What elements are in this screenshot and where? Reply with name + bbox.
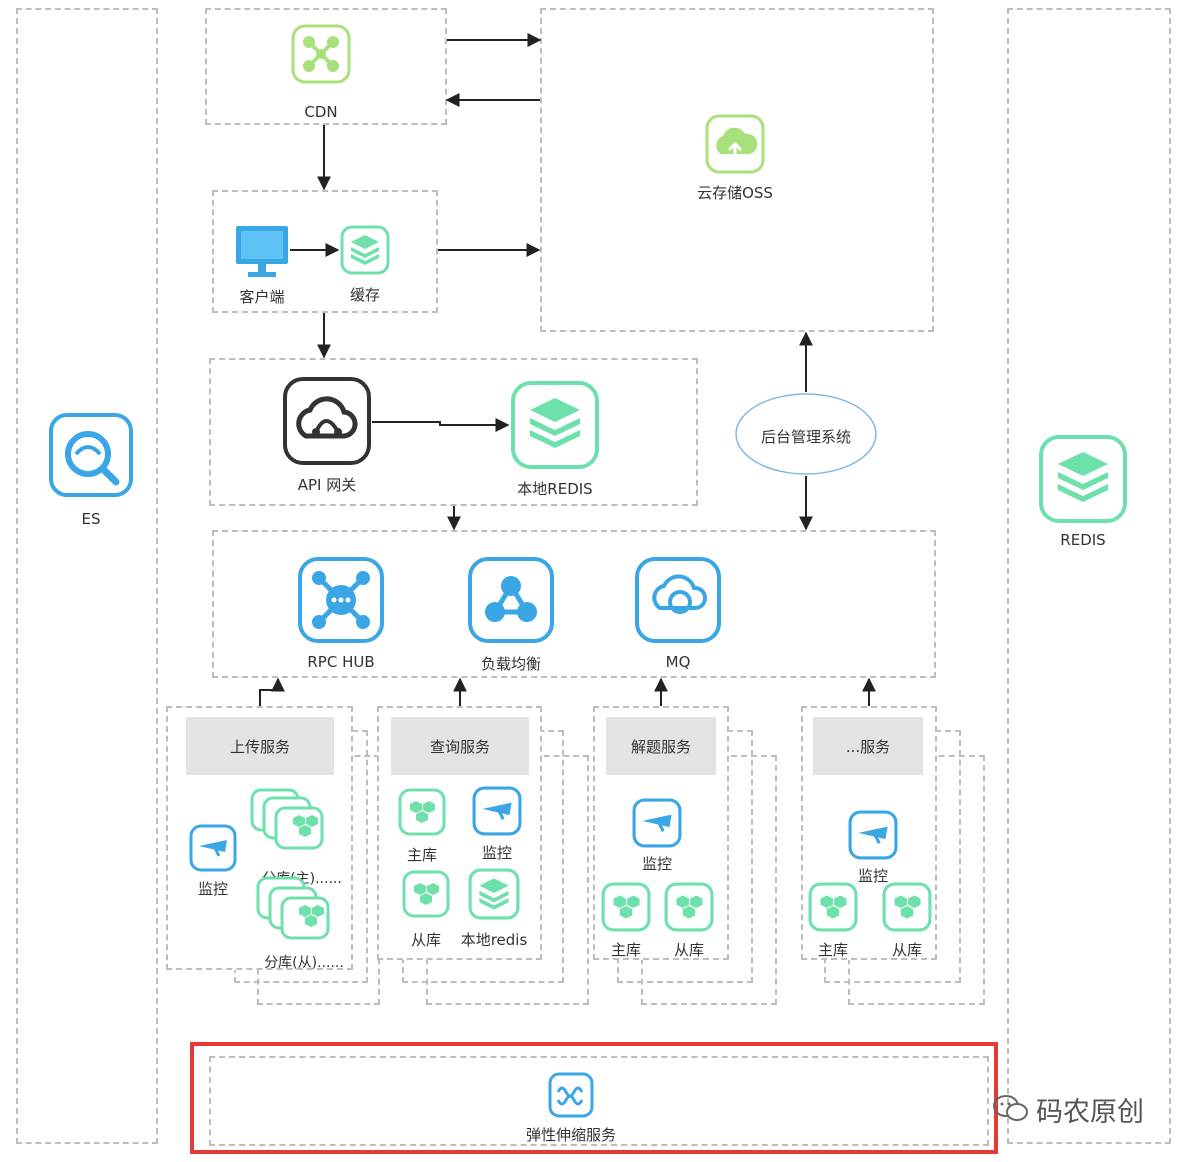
other-slave-icon	[882, 882, 932, 932]
solve-master-icon	[601, 882, 651, 932]
local-redis-icon	[510, 380, 600, 470]
oss-cloud-icon	[705, 114, 765, 174]
other-service-title: ...服务	[813, 717, 923, 775]
elastic-highlight	[190, 1042, 998, 1154]
upload-monitor-icon	[189, 824, 237, 872]
upload-service-title: 上传服务	[186, 717, 334, 775]
cdn-network-icon	[291, 24, 351, 84]
cache-stack-icon	[340, 225, 390, 275]
redis-stack-icon	[1038, 434, 1128, 524]
redis-label: REDIS	[1060, 531, 1106, 549]
query-local-redis-icon	[468, 868, 520, 920]
query-master-icon	[398, 788, 446, 836]
query-master-label: 主库	[406, 846, 437, 864]
solve-monitor-label: 监控	[641, 855, 672, 873]
query-local-redis-label: 本地redis	[460, 931, 528, 949]
solve-slave-icon	[664, 882, 714, 932]
admin-ellipse	[735, 393, 877, 475]
local-redis-label: 本地REDIS	[517, 480, 593, 498]
query-slave-label: 从库	[410, 931, 441, 949]
rpc-hub-label: RPC HUB	[307, 653, 375, 671]
other-slave-label: 从库	[891, 941, 922, 959]
wechat-icon	[992, 1094, 1030, 1124]
solve-service-title: 解题服务	[606, 717, 716, 775]
arrow-api-to-redis	[372, 418, 510, 432]
watermark-text: 码农原创	[1036, 1097, 1144, 1128]
query-slave-icon	[402, 870, 450, 918]
solve-slave-label: 从库	[673, 941, 704, 959]
elastic-label: 弹性伸缩服务	[525, 1126, 616, 1144]
upload-shard-master-icon	[250, 788, 326, 852]
upload-shard-slave-label: 分库(从)......	[264, 955, 344, 971]
query-monitor-label: 监控	[481, 844, 512, 862]
solve-master-label: 主库	[610, 941, 641, 959]
cdn-box	[205, 8, 447, 125]
client-label: 客户端	[239, 288, 285, 306]
elastic-wave-icon	[548, 1072, 594, 1118]
es-label: ES	[81, 510, 101, 528]
client-box	[212, 190, 438, 313]
query-service-title: 查询服务	[391, 717, 529, 775]
gateway-box	[209, 358, 698, 506]
mq-cycle-icon	[634, 556, 722, 644]
arrow-upload-to-rpc	[259, 677, 285, 706]
upload-shard-slave-icon	[256, 876, 332, 942]
load-balance-icon	[467, 556, 555, 644]
es-search-icon	[48, 412, 134, 498]
cdn-label: CDN	[304, 103, 338, 121]
elastic-box	[209, 1056, 989, 1146]
cache-label: 缓存	[349, 286, 380, 304]
mq-label: MQ	[665, 653, 691, 671]
query-monitor-icon	[472, 786, 522, 836]
admin-label: 后台管理系统	[760, 428, 851, 446]
oss-box	[540, 8, 934, 332]
api-gateway-label: API 网关	[297, 476, 357, 494]
oss-label: 云存储OSS	[697, 184, 773, 202]
middleware-box	[212, 530, 936, 678]
upload-monitor-label: 监控	[197, 880, 228, 898]
monitor-icon	[234, 224, 290, 280]
other-monitor-label: 监控	[857, 867, 888, 885]
solve-monitor-icon	[632, 798, 682, 848]
rpc-hub-icon	[297, 556, 385, 644]
load-balance-label: 负载均衡	[480, 655, 541, 673]
other-master-label: 主库	[817, 941, 848, 959]
redis-column	[1007, 8, 1171, 1144]
other-master-icon	[808, 882, 858, 932]
es-column	[16, 8, 158, 1144]
api-gateway-icon	[282, 376, 372, 466]
other-monitor-icon	[848, 810, 898, 860]
